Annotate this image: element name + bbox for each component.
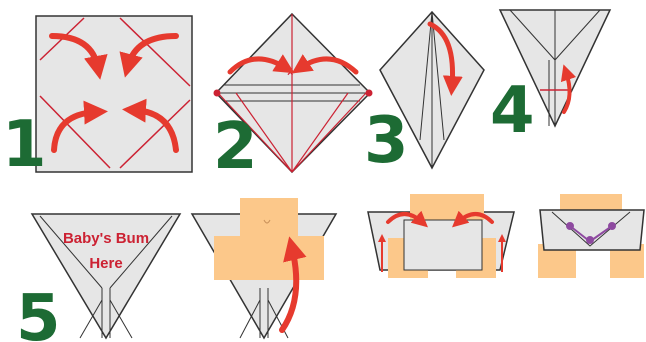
step-number-3: 3 <box>364 104 409 178</box>
step-number-2: 2 <box>213 110 258 184</box>
placement-label-line-2: Here <box>89 255 122 272</box>
step-5b-figure <box>192 198 336 338</box>
step-1-square <box>36 16 192 172</box>
step-number-1: 1 <box>2 108 47 182</box>
step-1-figure <box>36 16 192 172</box>
placement-label-line-1: Baby's Bum <box>63 230 149 247</box>
step-5d-figure <box>538 194 644 278</box>
step-number-4: 4 <box>490 74 535 148</box>
step-5c-figure <box>368 194 514 278</box>
baby-figure <box>214 198 324 280</box>
step-number-5: 5 <box>16 282 61 342</box>
